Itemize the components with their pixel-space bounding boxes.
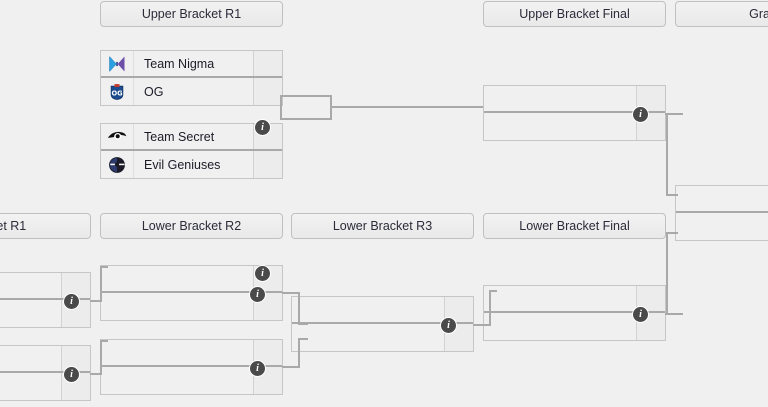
- match-info-icon[interactable]: i: [63, 293, 80, 310]
- team-name: quid: [0, 307, 61, 321]
- connector-ubr1-m1-out: [282, 95, 332, 97]
- connector-ub-to-ubf: [330, 106, 483, 108]
- evil-geniuses-logo: [101, 151, 134, 178]
- team-row[interactable]: [676, 186, 768, 213]
- team-row[interactable]: [101, 340, 282, 367]
- match-lbr1-m1[interactable]: ro quid i: [0, 272, 91, 328]
- match-upper-bracket-final[interactable]: i: [483, 85, 666, 141]
- round-header-upper-bracket-final[interactable]: Upper Bracket Final: [483, 1, 666, 27]
- team-row[interactable]: Evil Geniuses: [101, 151, 282, 178]
- connector-lbr1-m1-into-lbr2: [100, 266, 108, 268]
- team-score: [253, 78, 282, 105]
- match-info-icon[interactable]: i: [254, 265, 271, 282]
- team-row[interactable]: [101, 266, 282, 293]
- connector-ubf-out: [665, 113, 683, 115]
- team-secret-logo: [101, 124, 134, 149]
- team-name: Team Nigma: [144, 56, 215, 71]
- match-grand-final[interactable]: [675, 185, 768, 241]
- team-row[interactable]: [0, 346, 90, 373]
- connector-lbr2-m1-down: [298, 292, 300, 324]
- connector-lbr2-m1-out: [282, 292, 300, 294]
- match-info-icon[interactable]: i: [440, 317, 457, 334]
- match-lbr2-m1[interactable]: i: [100, 265, 283, 321]
- round-header-label: Grand: [749, 7, 768, 21]
- og-logo: OG: [101, 78, 134, 105]
- match-lbr1-m2[interactable]: i: [0, 345, 91, 401]
- team-score: [253, 51, 282, 76]
- team-score: [636, 86, 665, 111]
- connector-lbr3-up: [489, 290, 491, 326]
- connector-lbr2-m2-up: [298, 338, 300, 368]
- connector-ubf-to-gf: [666, 194, 678, 196]
- connector-lbf-out: [665, 313, 683, 315]
- match-info-icon[interactable]: i: [249, 286, 266, 303]
- match-info-icon[interactable]: i: [254, 119, 271, 136]
- round-header-label: Upper Bracket R1: [141, 7, 242, 21]
- match-lower-bracket-final[interactable]: i: [483, 285, 666, 341]
- team-score: [253, 367, 282, 394]
- connector-ubf-down: [666, 113, 668, 196]
- connector-ubr1-m1-stub: [280, 95, 282, 119]
- round-header-label: Upper Bracket Final: [519, 7, 630, 21]
- team-row[interactable]: Team Secret: [101, 124, 282, 151]
- connector-lbr1-m1-out: [90, 300, 102, 302]
- match-lbr2-m2[interactable]: i: [100, 339, 283, 395]
- team-name: ro: [0, 279, 61, 293]
- match-info-icon[interactable]: i: [632, 106, 649, 123]
- team-row[interactable]: OG OG: [101, 78, 282, 105]
- connector-lbr2-m1-into-lbr3: [298, 323, 308, 325]
- match-info-icon[interactable]: i: [249, 360, 266, 377]
- connector-lbr1-m2-into-lbr2: [100, 340, 108, 342]
- team-row[interactable]: Team Nigma: [101, 51, 282, 78]
- round-header-label: Lower Bracket Final: [519, 219, 630, 233]
- match-ubr1-m1[interactable]: Team Nigma OG OG i: [100, 50, 283, 136]
- round-header-label: Lower Bracket R3: [332, 219, 433, 233]
- connector-lbr2-m2-out: [282, 366, 300, 368]
- round-header-label: Lower Bracket R2: [141, 219, 242, 233]
- round-header-lower-bracket-r1[interactable]: racket R1: [0, 213, 91, 239]
- connector-lbr1-m2-up: [100, 340, 102, 375]
- connector-lbr1-m1-up: [100, 266, 102, 302]
- team-nigma-logo: [101, 51, 134, 76]
- team-name: OG: [144, 84, 164, 99]
- connector-lbf-to-gf: [666, 232, 678, 234]
- team-row[interactable]: [484, 113, 665, 140]
- team-name: Team Secret: [144, 129, 215, 144]
- team-score: [253, 151, 282, 178]
- match-lbr3-m1[interactable]: i: [291, 296, 474, 352]
- round-header-lower-bracket-final[interactable]: Lower Bracket Final: [483, 213, 666, 239]
- round-header-grand-final[interactable]: Grand: [675, 1, 768, 27]
- match-info-icon[interactable]: i: [632, 306, 649, 323]
- connector-lbr2-m2-into-lbr3: [298, 338, 308, 340]
- connector-ubr1-m2-out: [280, 118, 332, 120]
- team-name: Evil Geniuses: [144, 157, 221, 172]
- team-row[interactable]: [676, 213, 768, 240]
- connector-lbr3-out: [473, 324, 491, 326]
- connector-lbr3-into-lbf: [489, 290, 497, 292]
- match-info-icon[interactable]: i: [63, 366, 80, 383]
- svg-text:OG: OG: [111, 89, 122, 97]
- round-header-upper-bracket-r1[interactable]: Upper Bracket R1: [100, 1, 283, 27]
- connector-lbr1-m2-out: [90, 373, 102, 375]
- round-header-lower-bracket-r2[interactable]: Lower Bracket R2: [100, 213, 283, 239]
- round-header-lower-bracket-r3[interactable]: Lower Bracket R3: [291, 213, 474, 239]
- connector-lbf-up: [666, 232, 668, 315]
- match-ubr1-m2[interactable]: Team Secret Evil Geniuses i: [100, 123, 283, 282]
- round-header-label: racket R1: [0, 219, 27, 233]
